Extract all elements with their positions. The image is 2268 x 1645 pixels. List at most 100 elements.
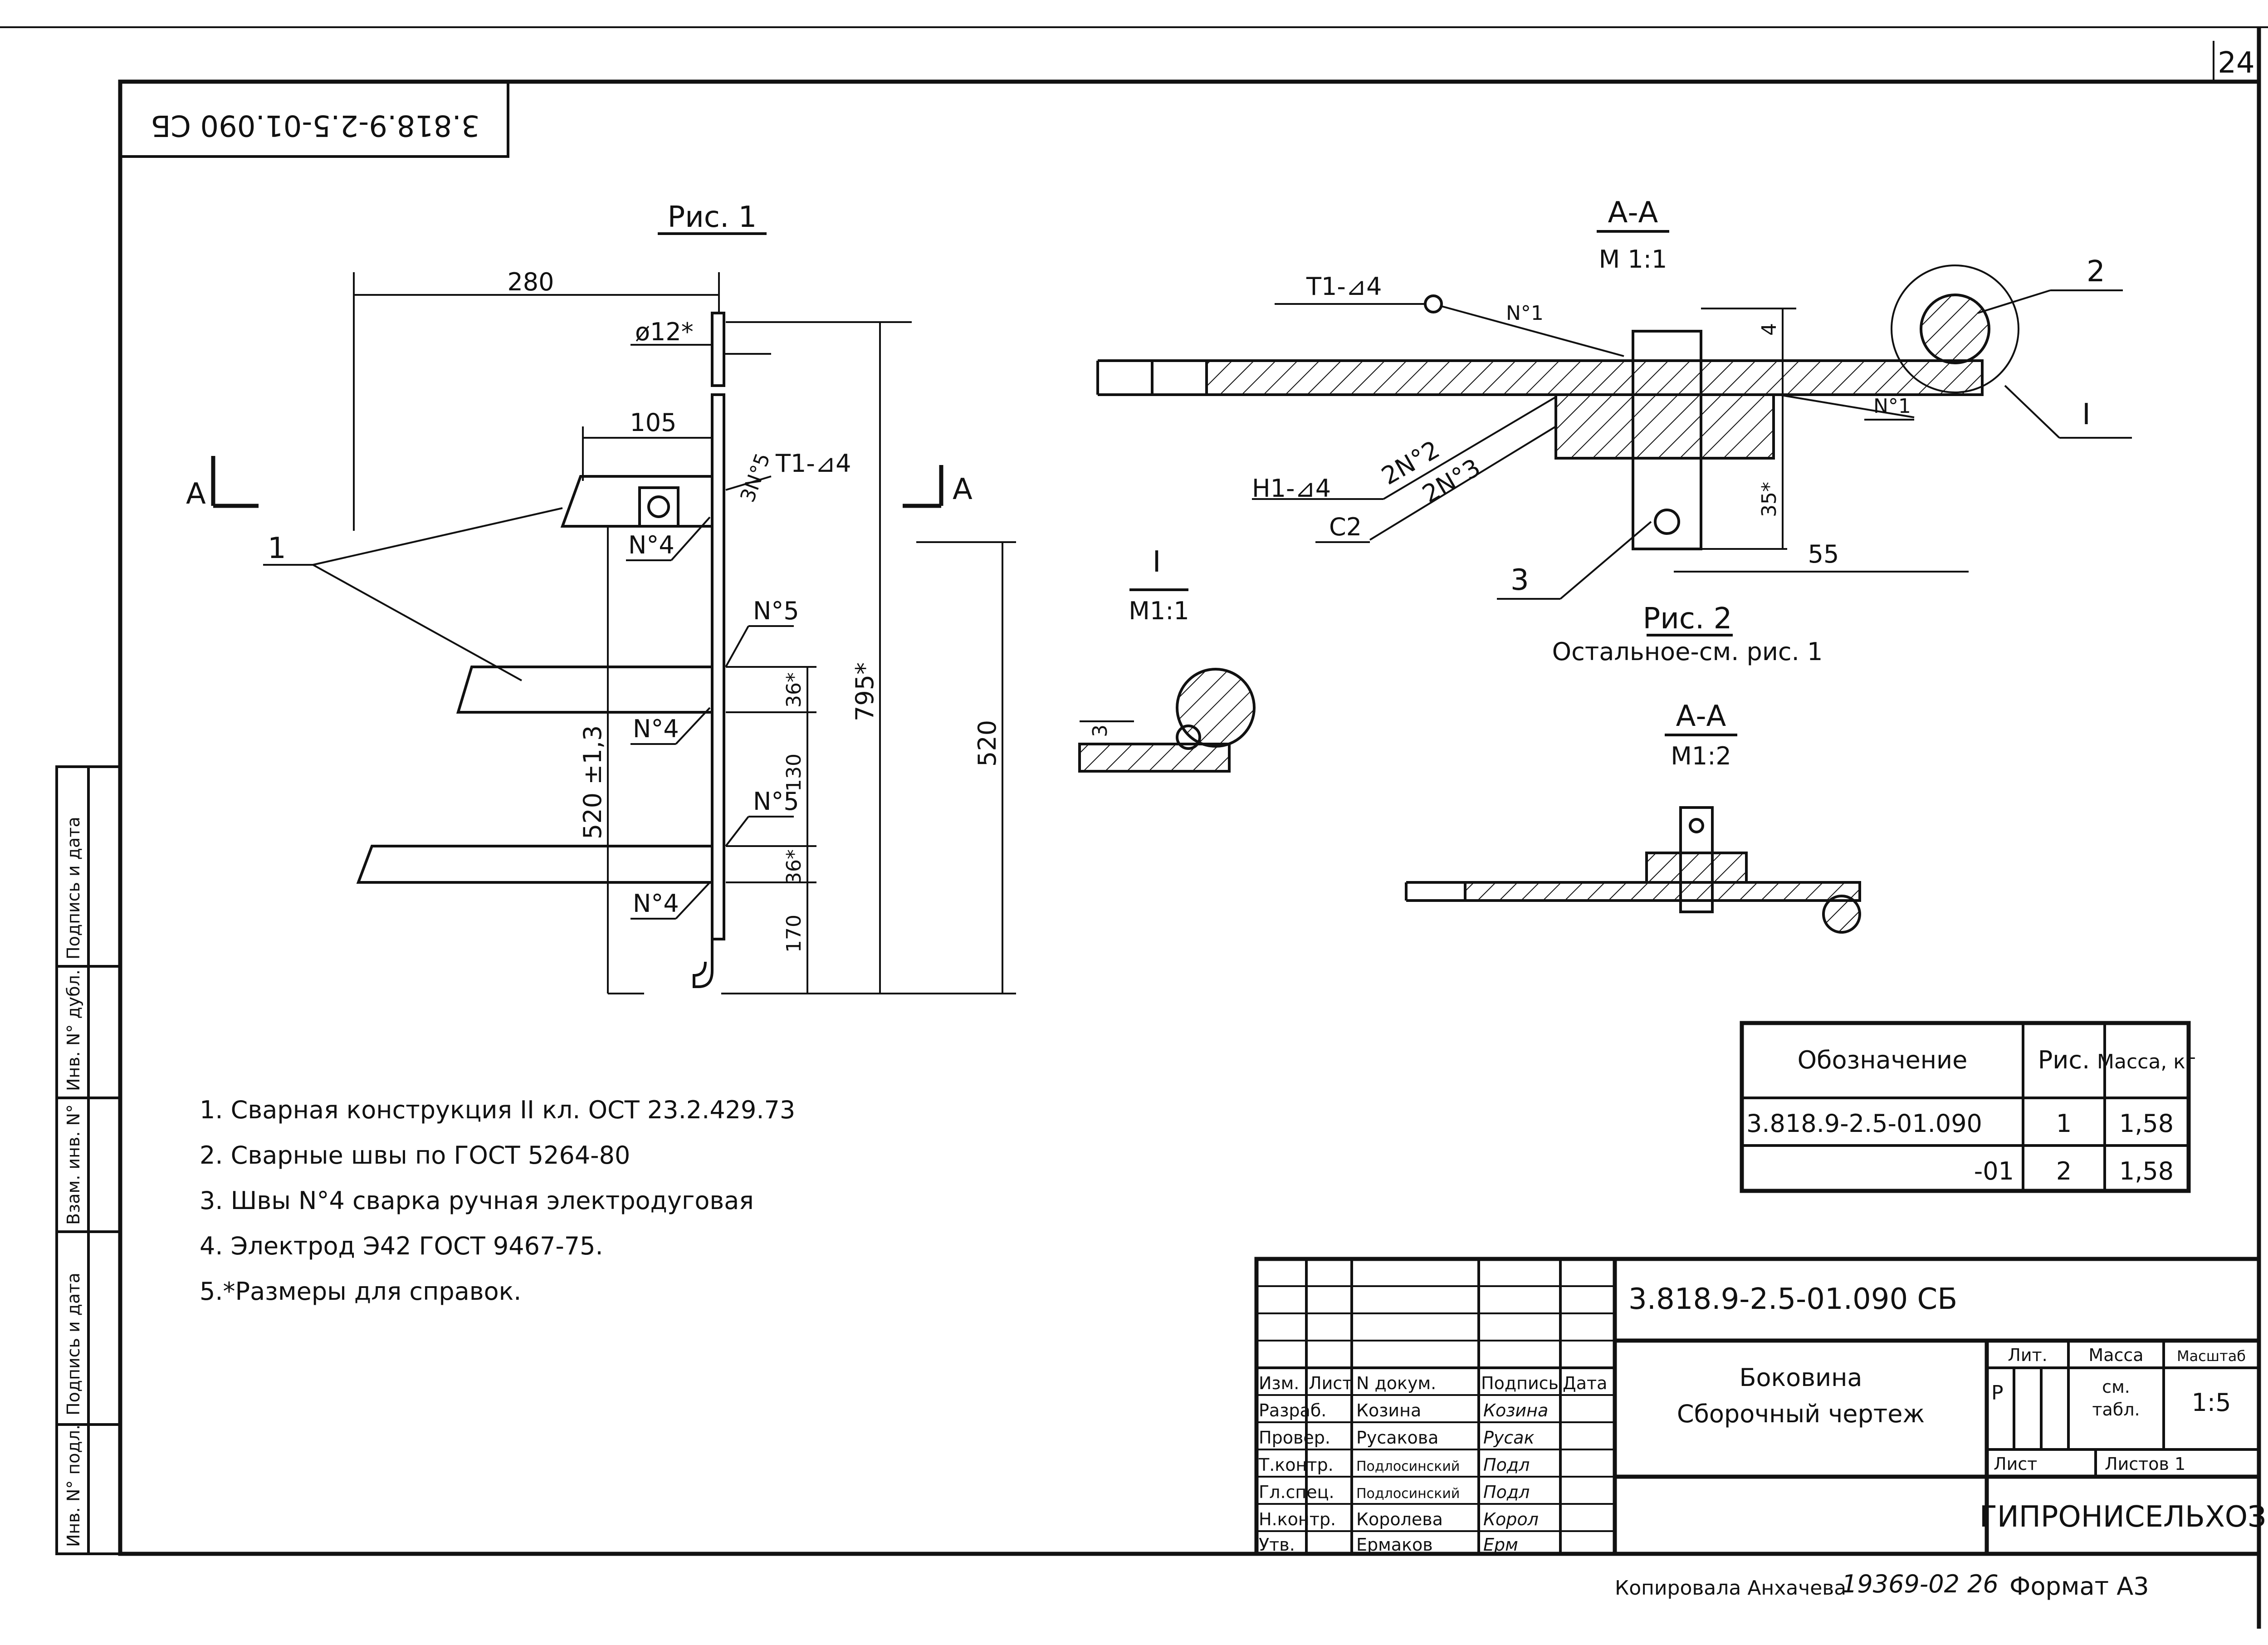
- tb-scale-label: Масштаб: [2177, 1347, 2246, 1365]
- tb-head-podpis: Подпись: [1481, 1373, 1559, 1393]
- callout-1: 1: [268, 532, 286, 565]
- note-4: 4. Электрод Э42 ГОСТ 9467-75.: [200, 1232, 603, 1260]
- section-aa2-scale: М1:2: [1671, 742, 1731, 770]
- aa-dim-35: 35*: [1758, 482, 1781, 517]
- tb-head-izm: Изм.: [1259, 1373, 1299, 1393]
- dim-dia12: ø12*: [635, 318, 694, 346]
- stamp-inv-podl: Инв. N° подл.: [64, 1425, 83, 1547]
- section-mark-a-right: А: [953, 473, 973, 506]
- detail-I-title: I: [1153, 545, 1161, 579]
- tb-scale-value: 1:5: [2192, 1388, 2231, 1417]
- detail-I-scale: М1:1: [1129, 597, 1189, 625]
- tb-role-prover: Провер.: [1259, 1428, 1330, 1448]
- tb-drawing-type: Сборочный чертеж: [1677, 1400, 1925, 1428]
- tb-name-razrab: Козина: [1356, 1400, 1421, 1420]
- spec-table: Обозначение Рис. Масса, кг 3.818.9-2.5-0…: [1740, 1021, 2196, 1193]
- stamp-sign-date-2: Подпись и дата: [64, 817, 83, 960]
- detail-I-dim-3: 3: [1089, 725, 1112, 737]
- tb-mass-value-1: см.: [2102, 1377, 2130, 1397]
- tb-product-name: Боковина: [1739, 1363, 1862, 1392]
- section-aa-main: А-А М 1:1 Т1-⊿4 N°1 4 N°1 35* 55 Н1-⊿4 2…: [1096, 196, 2132, 600]
- aa-dim-55: 55: [1808, 540, 1839, 568]
- tb-organization: ГИПРОНИСЕЛЬХОЗ: [1980, 1500, 2266, 1534]
- tb-name-glspec: Подлосинский: [1356, 1486, 1460, 1502]
- tb-head-list: Лист: [1309, 1373, 1352, 1393]
- tb-sign-tkontr: Подл: [1483, 1455, 1530, 1475]
- note-5: 5.*Размеры для справок.: [200, 1277, 521, 1306]
- figure-1: Рис. 1 280 ø12* 105 3N°5 Т1-⊿4 N°4 N°5: [186, 201, 1016, 994]
- aa-weld-t1: Т1-⊿4: [1306, 272, 1382, 301]
- dim-520: 520: [973, 720, 1002, 767]
- stamp-inv-dubl: Инв. N° дубл.: [64, 969, 83, 1091]
- tb-sign-nkontr: Корол: [1483, 1509, 1539, 1529]
- note-2: 2. Сварные швы по ГОСТ 5264-80: [200, 1141, 630, 1170]
- tb-sign-utv: Ерм: [1483, 1535, 1518, 1555]
- dim-130: 130: [782, 754, 806, 792]
- dim-170: 170: [782, 915, 806, 953]
- spec-header-fig: Рис.: [2038, 1046, 2090, 1074]
- tb-lit-label: Лит.: [2008, 1345, 2048, 1365]
- aa-callout-2: 2: [2087, 255, 2105, 289]
- note-3: 3. Швы N°4 сварка ручная электродуговая: [200, 1186, 754, 1215]
- spec-header-mass: Масса, кг: [2097, 1050, 2196, 1073]
- tb-name-prover: Русакова: [1356, 1428, 1438, 1448]
- spec-header-designation: Обозначение: [1798, 1046, 1968, 1074]
- aa-weld-c2: С2: [1329, 513, 1362, 541]
- tb-role-utv: Утв.: [1259, 1535, 1295, 1555]
- tb-head-data: Дата: [1563, 1373, 1607, 1393]
- spec-row2-designation: -01: [1974, 1157, 2014, 1185]
- tb-sheet-label: Лист: [1994, 1454, 2037, 1474]
- aa-weld-n1-b: N°1: [1873, 395, 1911, 418]
- tb-sign-prover: Русак: [1483, 1428, 1535, 1448]
- section-mark-a-left: А: [186, 477, 206, 511]
- weld-n5-a: N°5: [753, 597, 799, 625]
- tb-mass-label: Масса: [2088, 1345, 2143, 1365]
- bottom-strip: Копировала Анхачева 19369-02 26 Формат А…: [1615, 1570, 2149, 1601]
- fig2-note: Остальное-см. рис. 1: [1552, 637, 1823, 666]
- spec-row2-mass: 1,58: [2119, 1157, 2174, 1185]
- tb-role-nkontr: Н.контр.: [1259, 1509, 1336, 1529]
- dim-105: 105: [630, 408, 676, 437]
- fig1-title: Рис. 1: [668, 201, 757, 234]
- section-aa-title: А-А: [1608, 196, 1658, 230]
- weld-n5-b: N°5: [753, 787, 799, 816]
- sheet-format: Формат А3: [2009, 1572, 2149, 1601]
- weld-n4-c: N°4: [633, 889, 679, 918]
- mirrored-doc-code: 3.818.9-2.5-01.090 СБ: [151, 108, 479, 142]
- aa-weld-h1: Н1-⊿4: [1252, 474, 1331, 503]
- section-aa-small: А-А М1:2: [1405, 700, 1861, 934]
- fig2-title: Рис. 2: [1643, 602, 1732, 636]
- dim-36a: 36*: [782, 672, 806, 708]
- section-aa-scale: М 1:1: [1599, 245, 1667, 274]
- side-stamp: Инв. N° подл. Подпись и дата Взам. инв. …: [55, 765, 122, 1555]
- sheet-frame: 24: [0, 26, 2268, 1629]
- dim-795: 795*: [850, 662, 879, 721]
- dim-36b: 36*: [782, 849, 806, 885]
- tb-name-utv: Ермаков: [1356, 1535, 1433, 1555]
- aa-dim-4: 4: [1758, 323, 1781, 336]
- technical-notes: 1. Сварная конструкция II кл. ОСТ 23.2.4…: [200, 1096, 795, 1306]
- weld-n4-a: N°4: [628, 531, 675, 559]
- stamp-sign-date-1: Подпись и дата: [64, 1273, 83, 1415]
- tb-sign-razrab: Козина: [1483, 1400, 1548, 1420]
- spec-row1-mass: 1,58: [2119, 1109, 2174, 1138]
- tb-sign-glspec: Подл: [1483, 1482, 1530, 1502]
- detail-I: I М1:1 3: [1078, 545, 1256, 773]
- spec-row1-designation: 3.818.9-2.5-01.090: [1746, 1109, 1982, 1138]
- tb-role-tkontr: Т.контр.: [1258, 1455, 1334, 1475]
- tb-mass-value-2: табл.: [2092, 1400, 2140, 1420]
- tb-head-ndokum: N докум.: [1356, 1373, 1436, 1393]
- aa-callout-I: I: [2082, 398, 2091, 431]
- tb-name-nkontr: Королева: [1356, 1509, 1443, 1529]
- aa-callout-3: 3: [1510, 563, 1529, 597]
- title-block: Изм. Лист N докум. Подпись Дата Разраб. …: [1254, 1257, 2266, 1556]
- weld-t1-4: Т1-⊿4: [775, 449, 851, 478]
- section-aa2-title: А-А: [1676, 700, 1726, 733]
- tb-role-razrab: Разраб.: [1259, 1400, 1326, 1420]
- tb-name-tkontr: Подлосинский: [1356, 1459, 1460, 1474]
- spec-row1-fig: 1: [2056, 1109, 2072, 1138]
- note-1: 1. Сварная конструкция II кл. ОСТ 23.2.4…: [200, 1096, 795, 1124]
- spec-row2-fig: 2: [2056, 1157, 2072, 1185]
- order-number: 19369-02 26: [1842, 1570, 1999, 1598]
